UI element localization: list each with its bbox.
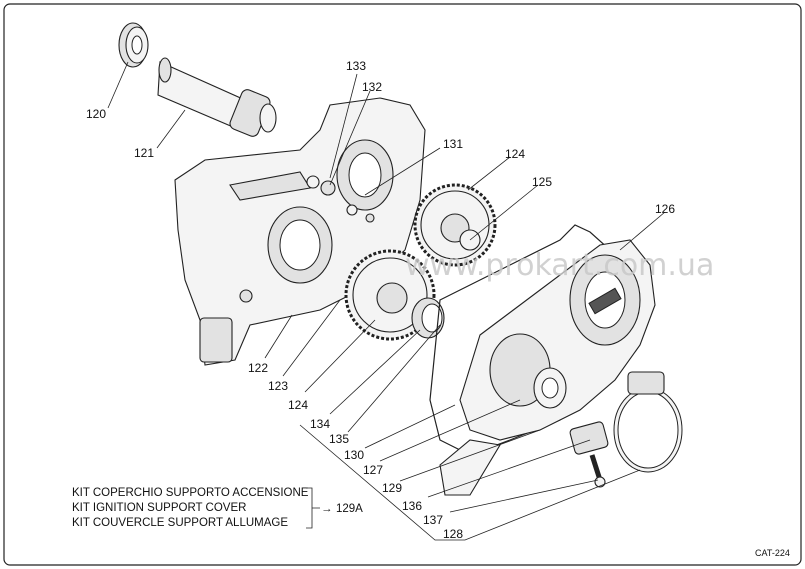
callout-132: 132: [362, 80, 382, 94]
kit-bracket: [306, 487, 320, 529]
shaft-121: [157, 57, 277, 137]
callout-130: 130: [344, 448, 364, 462]
kit-ref-129a: 129A: [336, 503, 363, 515]
kit-line-en: KIT IGNITION SUPPORT COVER: [72, 502, 246, 514]
diagram-border: [3, 3, 802, 566]
small-parts-131-133: [306, 175, 375, 223]
callout-121: 121: [134, 146, 154, 160]
catalog-code: CAT-224: [755, 548, 790, 558]
callout-133: 133: [346, 59, 366, 73]
callout-136: 136: [402, 499, 422, 513]
gear-124-upper: [413, 183, 497, 267]
callout-labels: 120 121 133 132 131 124 125 126 122 123 …: [86, 59, 675, 541]
leader-lines: [107, 61, 666, 541]
callout-124-upper: 124: [505, 147, 525, 161]
callout-135: 135: [329, 432, 349, 446]
callout-131: 131: [443, 137, 463, 151]
bearing-120: [118, 22, 149, 68]
callout-129: 129: [382, 481, 402, 495]
callout-128: 128: [443, 527, 463, 541]
watermark-text: www.prokart.com.ua: [405, 248, 714, 283]
ignition-cover-126: [439, 239, 656, 496]
callout-122: 122: [248, 361, 268, 375]
callout-123: 123: [268, 379, 288, 393]
kit-arrow: →: [321, 503, 333, 515]
kit-legend: KIT COPERCHIO SUPPORTO ACCENSIONE KIT IG…: [72, 487, 363, 529]
callout-134: 134: [310, 417, 330, 431]
callout-124-lower: 124: [288, 398, 308, 412]
callout-137: 137: [423, 513, 443, 527]
gear-124-lower: [344, 249, 436, 341]
kit-line-it: KIT COPERCHIO SUPPORTO ACCENSIONE: [72, 487, 309, 499]
clamp-136-137: [569, 421, 609, 488]
kit-line-fr: KIT COUVERCLE SUPPORT ALLUMAGE: [72, 517, 288, 529]
crankcase-122: [174, 97, 426, 366]
callout-127: 127: [363, 463, 383, 477]
callout-120: 120: [86, 107, 106, 121]
callout-125: 125: [532, 175, 552, 189]
clamp-ring-128: [613, 371, 683, 473]
callout-126: 126: [655, 202, 675, 216]
